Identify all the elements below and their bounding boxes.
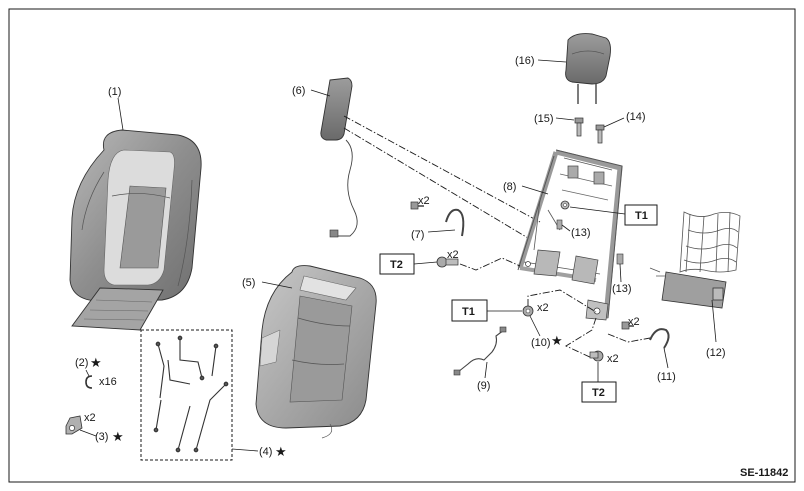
diagram-id: SE-11842 — [740, 467, 788, 479]
label-part-9: (9) — [477, 380, 490, 392]
bracket-part-3 — [65, 415, 83, 435]
nut-upper-frame — [560, 200, 570, 210]
torque-label-t2-left: T2 — [390, 259, 403, 271]
torque-label-t1-lower: T1 — [462, 306, 475, 318]
seatback-cover-part — [69, 129, 202, 331]
lumbar-support-part-12 — [649, 211, 741, 309]
torque-label-t2-lower: T2 — [592, 387, 605, 399]
wire-set-part-4 — [153, 335, 229, 453]
headrest-part-16 — [565, 33, 611, 104]
chain-line-t2-left — [459, 257, 521, 271]
harness-part-11 — [649, 328, 670, 349]
qty-part-7: x2 — [418, 195, 430, 207]
label-part-13-lower: (13) — [612, 283, 632, 295]
label-part-7: (7) — [411, 229, 424, 241]
headrest-guide-part-15 — [574, 117, 584, 137]
bolt-t2-lower — [589, 350, 604, 362]
star-mark-10: ★ — [551, 334, 563, 349]
nut-part-10 — [522, 305, 534, 317]
seatback-pad-part — [255, 265, 377, 439]
qty-part-2: x16 — [99, 376, 117, 388]
star-mark-4: ★ — [275, 445, 287, 460]
chain-line-t2-lower — [565, 317, 597, 359]
star-mark-2: ★ — [90, 356, 102, 371]
label-part-2: (2) — [75, 357, 88, 369]
chain-line-part-11 — [607, 333, 651, 343]
qty-part-10: x2 — [537, 302, 549, 314]
torque-box-t2-lower — [581, 381, 617, 403]
label-part-3: (3) — [95, 431, 108, 443]
label-part-8: (8) — [503, 181, 516, 193]
label-part-1: (1) — [108, 86, 121, 98]
label-part-15: (15) — [534, 113, 554, 125]
clip-part-13-lower — [616, 253, 624, 265]
label-part-11: (11) — [657, 371, 676, 383]
qty-part-3: x2 — [84, 412, 96, 424]
qty-part-11: x2 — [628, 316, 640, 328]
chain-line-nut-10 — [527, 289, 597, 313]
harness-part-9 — [457, 329, 505, 373]
harness-part-7 — [445, 208, 465, 237]
qty-bolt-t2-left: x2 — [447, 249, 459, 261]
side-airbag-part-6 — [320, 77, 358, 238]
clip-part-13-upper — [556, 219, 563, 230]
torque-box-t1-lower — [451, 299, 488, 322]
label-part-16: (16) — [515, 55, 535, 67]
wire-set-group-box — [140, 329, 233, 461]
label-part-4: (4) — [259, 446, 272, 458]
headrest-guide-part-14 — [595, 124, 605, 144]
label-part-14: (14) — [626, 111, 646, 123]
star-mark-3: ★ — [112, 430, 124, 445]
clip-part-2 — [85, 375, 93, 389]
torque-box-t1-upper — [624, 204, 658, 226]
label-part-10: (10) — [531, 337, 551, 349]
label-part-12: (12) — [706, 347, 726, 359]
bolt-part-11 — [621, 321, 634, 330]
qty-bolt-t2-lower: x2 — [607, 353, 619, 365]
label-part-5: (5) — [242, 277, 255, 289]
bolt-part-7 — [410, 201, 424, 210]
label-part-6: (6) — [292, 85, 305, 97]
chain-line-airbag-lower — [343, 127, 529, 239]
seatback-frame-part-8 — [517, 149, 623, 321]
bolt-t2-left — [436, 256, 459, 268]
label-part-13-upper: (13) — [571, 227, 591, 239]
torque-label-t1-upper: T1 — [635, 210, 648, 222]
